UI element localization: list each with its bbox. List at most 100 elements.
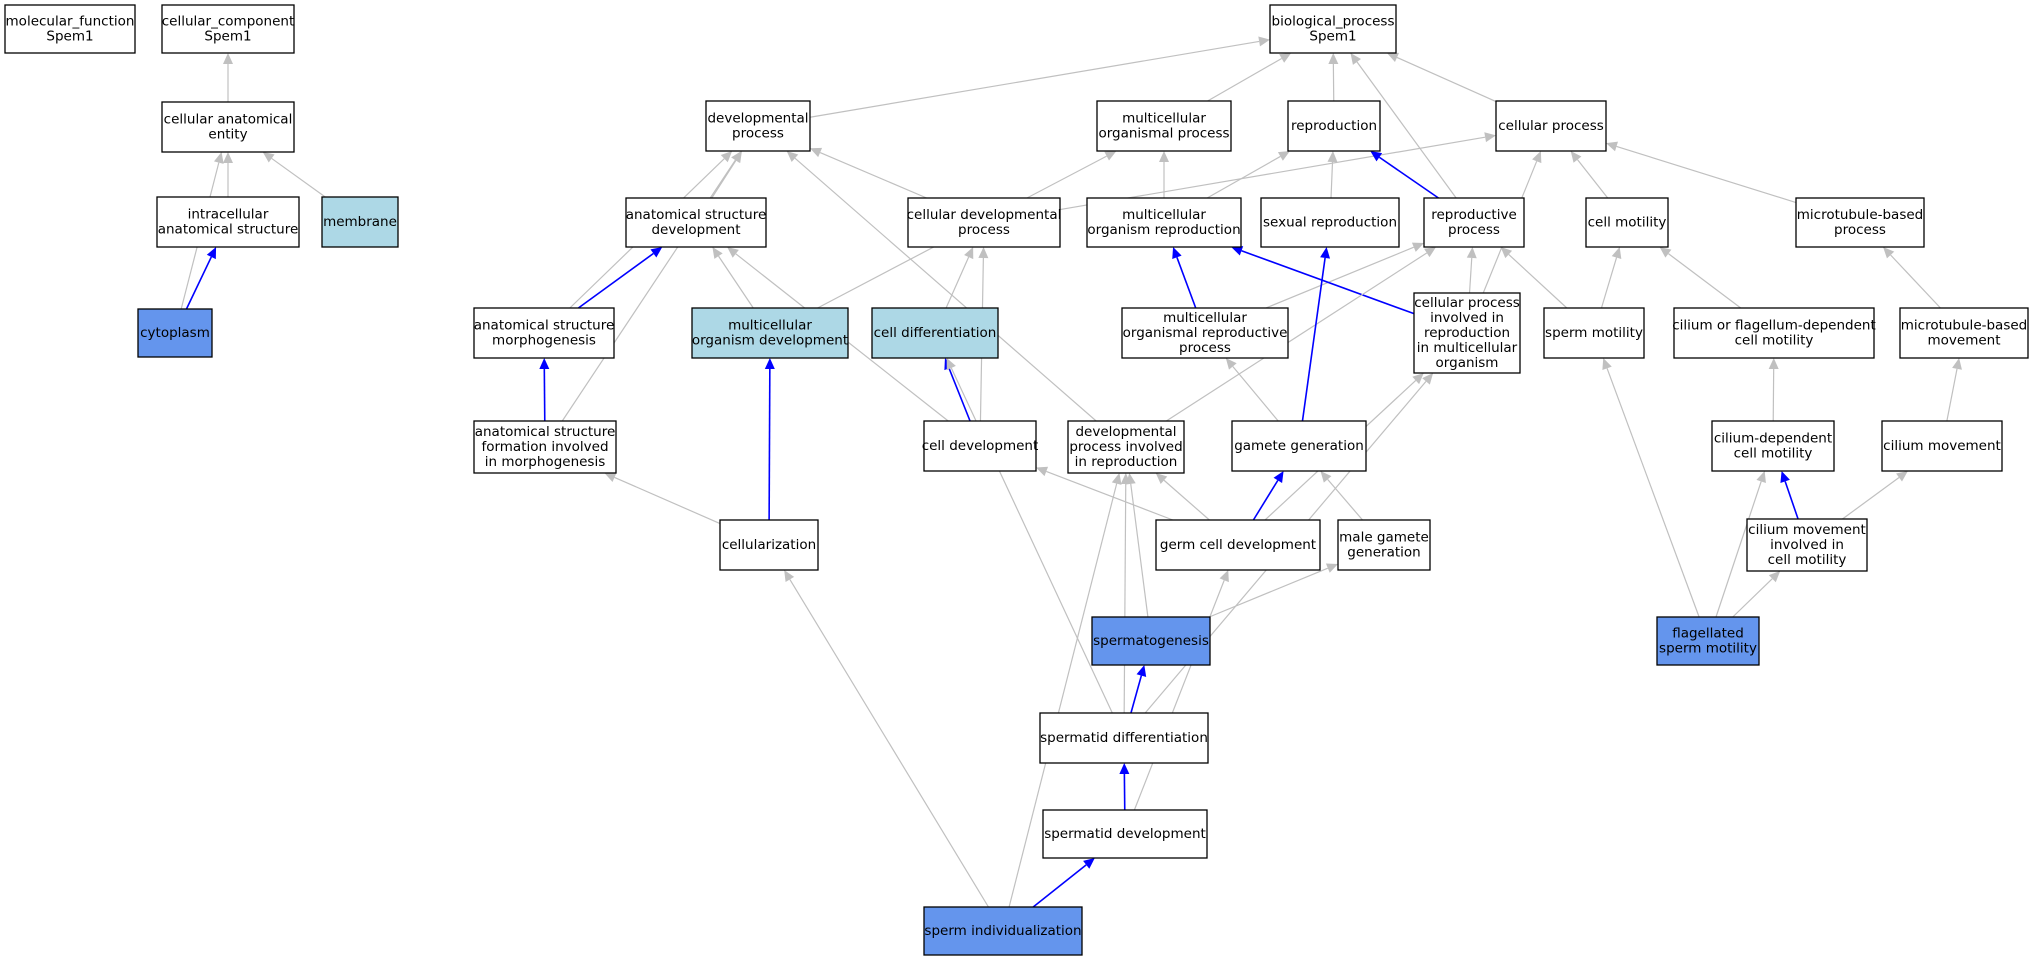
edge-line — [1946, 368, 1958, 422]
node-sperm-individualization[interactable]: sperm individualization — [923, 906, 1083, 956]
arrowhead-icon — [604, 472, 617, 482]
node-box — [719, 519, 819, 571]
edge-line — [577, 252, 654, 309]
edge-sperm-motility-to-cell-motility — [1600, 247, 1622, 309]
edge-line — [1842, 477, 1900, 520]
edge-germ-cell-development-to-cell-development — [1036, 466, 1174, 521]
node-cell-development[interactable]: cell development — [922, 420, 1039, 472]
arrowhead-icon — [1320, 247, 1331, 259]
node-gamete-generation[interactable]: gamete generation — [1231, 420, 1367, 472]
node-label: cellular anatomical — [164, 112, 293, 128]
arrowhead-icon — [764, 358, 775, 370]
node-box — [473, 420, 617, 474]
node-label: cell motility — [1768, 552, 1847, 568]
edge-line — [950, 367, 1113, 714]
arrowhead-icon — [978, 247, 989, 259]
arrowhead-icon — [1768, 571, 1781, 583]
node-box — [691, 307, 849, 359]
edge-cytoplasm-to-intracellular-anatomical-structure — [185, 247, 217, 310]
arrowhead-icon — [1083, 858, 1095, 869]
node-label: reproduction — [1291, 118, 1377, 134]
edge-gamete-generation-to-multicellular-organismal-reproductive-process — [1225, 358, 1279, 422]
node-label: anatomical structure — [475, 424, 616, 440]
node-box — [1121, 307, 1289, 359]
node-label: cilium-dependent — [1714, 431, 1832, 447]
node-sperm-motility[interactable]: sperm motility — [1543, 307, 1645, 359]
node-spermatid-differentiation[interactable]: spermatid differentiation — [1039, 712, 1209, 764]
arrowhead-icon — [1036, 466, 1049, 477]
edge-cellularization-to-multicellular-organism-development — [764, 358, 775, 521]
node-membrane[interactable]: membrane — [321, 196, 399, 248]
node-cell-differentiation[interactable]: cell differentiation — [871, 307, 999, 359]
edge-cilium-or-flagellum-dependent-cell-motility-to-cell-motility — [1659, 247, 1742, 309]
arrowhead-icon — [1386, 52, 1400, 63]
arrowhead-icon — [1602, 358, 1612, 371]
arrowhead-icon — [1277, 151, 1290, 161]
edge-sperm-individualization-to-cellularization — [784, 570, 989, 908]
node-label: cellular_component — [162, 14, 294, 30]
edge-anatomical-structure-formation-to-developmental-process — [561, 151, 742, 422]
node-cytoplasm[interactable]: cytoplasm — [137, 308, 213, 358]
node-box — [1673, 307, 1875, 359]
edge-line — [1508, 254, 1568, 309]
node-label: cilium movement — [1748, 522, 1866, 538]
node-label: intracellular — [188, 207, 269, 223]
edge-line — [1209, 567, 1329, 618]
edge-line — [1123, 483, 1127, 714]
node-cellular-process[interactable]: cellular process — [1495, 100, 1607, 152]
arrowhead-icon — [262, 152, 275, 163]
node-label: development — [651, 222, 740, 238]
node-cilium-movement[interactable]: cilium movement — [1881, 420, 2003, 472]
edge-line — [1600, 257, 1618, 309]
arrowhead-icon — [1327, 151, 1338, 163]
node-label: biological_process — [1272, 14, 1395, 30]
node-box — [1423, 197, 1525, 248]
node-spermatid-development[interactable]: spermatid development — [1042, 809, 1208, 859]
node-reproduction[interactable]: reproduction — [1287, 100, 1381, 152]
arrowhead-icon — [1325, 563, 1338, 573]
node-label: spermatid development — [1044, 826, 1206, 842]
edge-flagellated-sperm-motility-to-cilium-dependent-cell-motility — [1715, 471, 1766, 618]
arrowhead-icon — [1466, 247, 1477, 259]
edge-cilium-movement-to-microtubule-based-movement — [1946, 358, 1962, 422]
node-cell-motility[interactable]: cell motility — [1585, 197, 1669, 248]
arrowhead-icon — [1570, 151, 1582, 163]
edge-cellularization-to-anatomical-structure-formation — [604, 472, 721, 525]
edge-sperm-motility-to-reproductive-process — [1500, 247, 1568, 309]
node-box — [1231, 420, 1367, 472]
node-spermatogenesis[interactable]: spermatogenesis — [1091, 616, 1211, 666]
node-box — [705, 100, 811, 152]
edge-anatomical-structure-formation-to-anatomical-structure-morphogenesis — [539, 358, 550, 422]
node-sexual-reproduction[interactable]: sexual reproduction — [1260, 197, 1400, 248]
arrowhead-icon — [731, 151, 742, 163]
arrowhead-icon — [784, 570, 795, 582]
node-label: reproductive — [1431, 207, 1517, 223]
node-cellularization[interactable]: cellularization — [719, 519, 819, 571]
node-germ-cell-development[interactable]: germ cell development — [1155, 519, 1321, 571]
